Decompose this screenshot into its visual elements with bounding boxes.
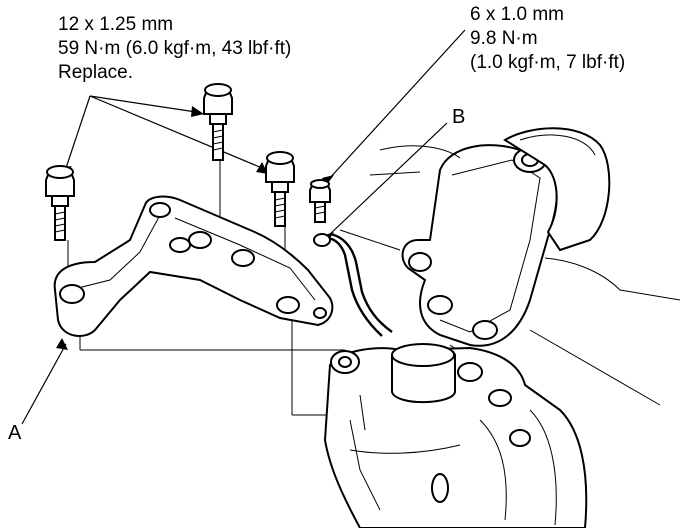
large-bolt-middle xyxy=(203,83,233,161)
small-bolt-torque-alt: (1.0 kgf·m, 7 lbf·ft) xyxy=(470,52,626,73)
large-bolt-torque: 59 N·m (6.0 kgf·m, 43 lbf·ft) xyxy=(58,38,292,59)
small-bolt-torque: 9.8 N·m xyxy=(470,28,538,49)
large-bolt-size: 12 x 1.25 mm xyxy=(58,14,174,35)
bracket-a xyxy=(53,195,334,337)
small-bolt-size: 6 x 1.0 mm xyxy=(470,4,564,25)
callout-b: B xyxy=(452,106,466,128)
callout-a: A xyxy=(8,422,22,444)
ground-cable-b xyxy=(313,232,393,337)
large-bolt-right xyxy=(265,151,295,227)
transmission-housing xyxy=(323,343,588,528)
large-bolt-left xyxy=(45,165,75,241)
large-bolt-note: Replace. xyxy=(58,62,133,83)
mount-bracket-right xyxy=(401,144,558,347)
small-bolt xyxy=(309,179,331,223)
